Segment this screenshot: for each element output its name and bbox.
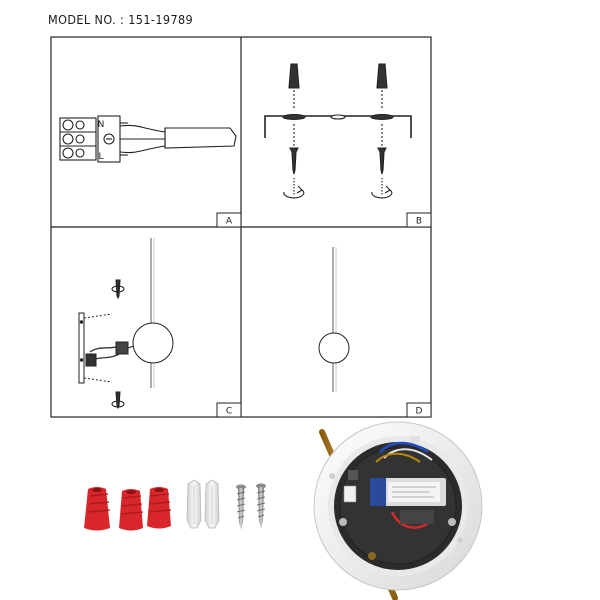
model-value: 151-19789 xyxy=(128,12,194,27)
panel-d-label: D xyxy=(416,407,423,417)
terminal-mark-l: L xyxy=(98,152,103,162)
panel-d-label-box xyxy=(406,402,432,418)
panel-a-label: A xyxy=(226,217,233,227)
wall-connection-icon xyxy=(78,238,174,410)
model-number: MODEL NO. : 151-19789 xyxy=(48,12,193,27)
bracket-screw-mount-icon xyxy=(264,63,412,199)
accessories xyxy=(84,479,266,531)
wire-connector-icon xyxy=(84,487,111,531)
panel-b: B xyxy=(264,63,432,228)
panel-a-label-box xyxy=(216,212,242,228)
panel-c: C xyxy=(78,238,242,418)
wall-plug-icon xyxy=(204,479,220,529)
screw-icon xyxy=(236,484,246,530)
panel-b-label-box xyxy=(406,212,432,228)
model-label: MODEL NO. : xyxy=(48,12,129,27)
wire-connector-icon xyxy=(119,489,144,531)
panel-d: D xyxy=(318,247,432,418)
wire-connector-icon xyxy=(147,487,172,529)
panel-a: N L A xyxy=(59,115,242,228)
terminal-mark-n: N xyxy=(98,120,105,130)
lamp-back-plate-photo xyxy=(313,421,483,600)
panel-c-label: C xyxy=(226,407,232,417)
panel-c-label-box xyxy=(216,402,242,418)
wall-lamp-installed-icon xyxy=(318,247,350,392)
terminal-block-wiring-icon xyxy=(59,115,237,163)
panel-b-label: B xyxy=(416,217,422,227)
screw-icon xyxy=(256,483,266,529)
wall-plug-icon xyxy=(186,479,202,529)
